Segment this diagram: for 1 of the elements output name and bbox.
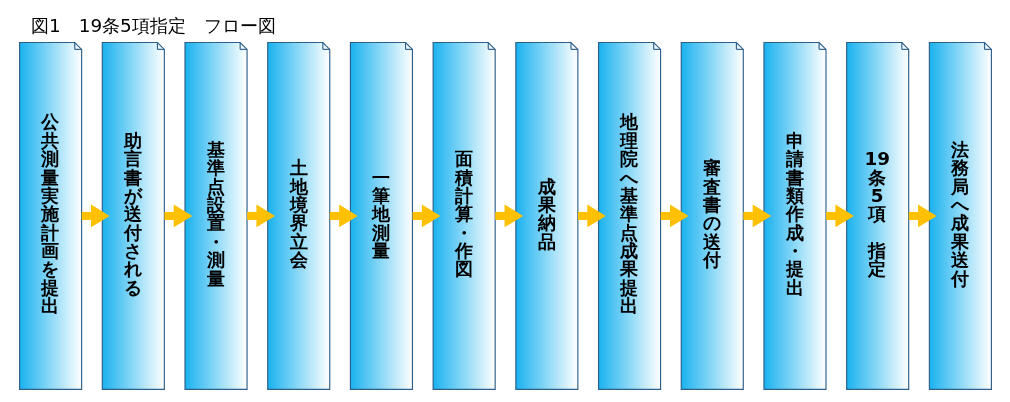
diagram-title: 図1 19条5項指定 フロー図 <box>30 14 276 36</box>
